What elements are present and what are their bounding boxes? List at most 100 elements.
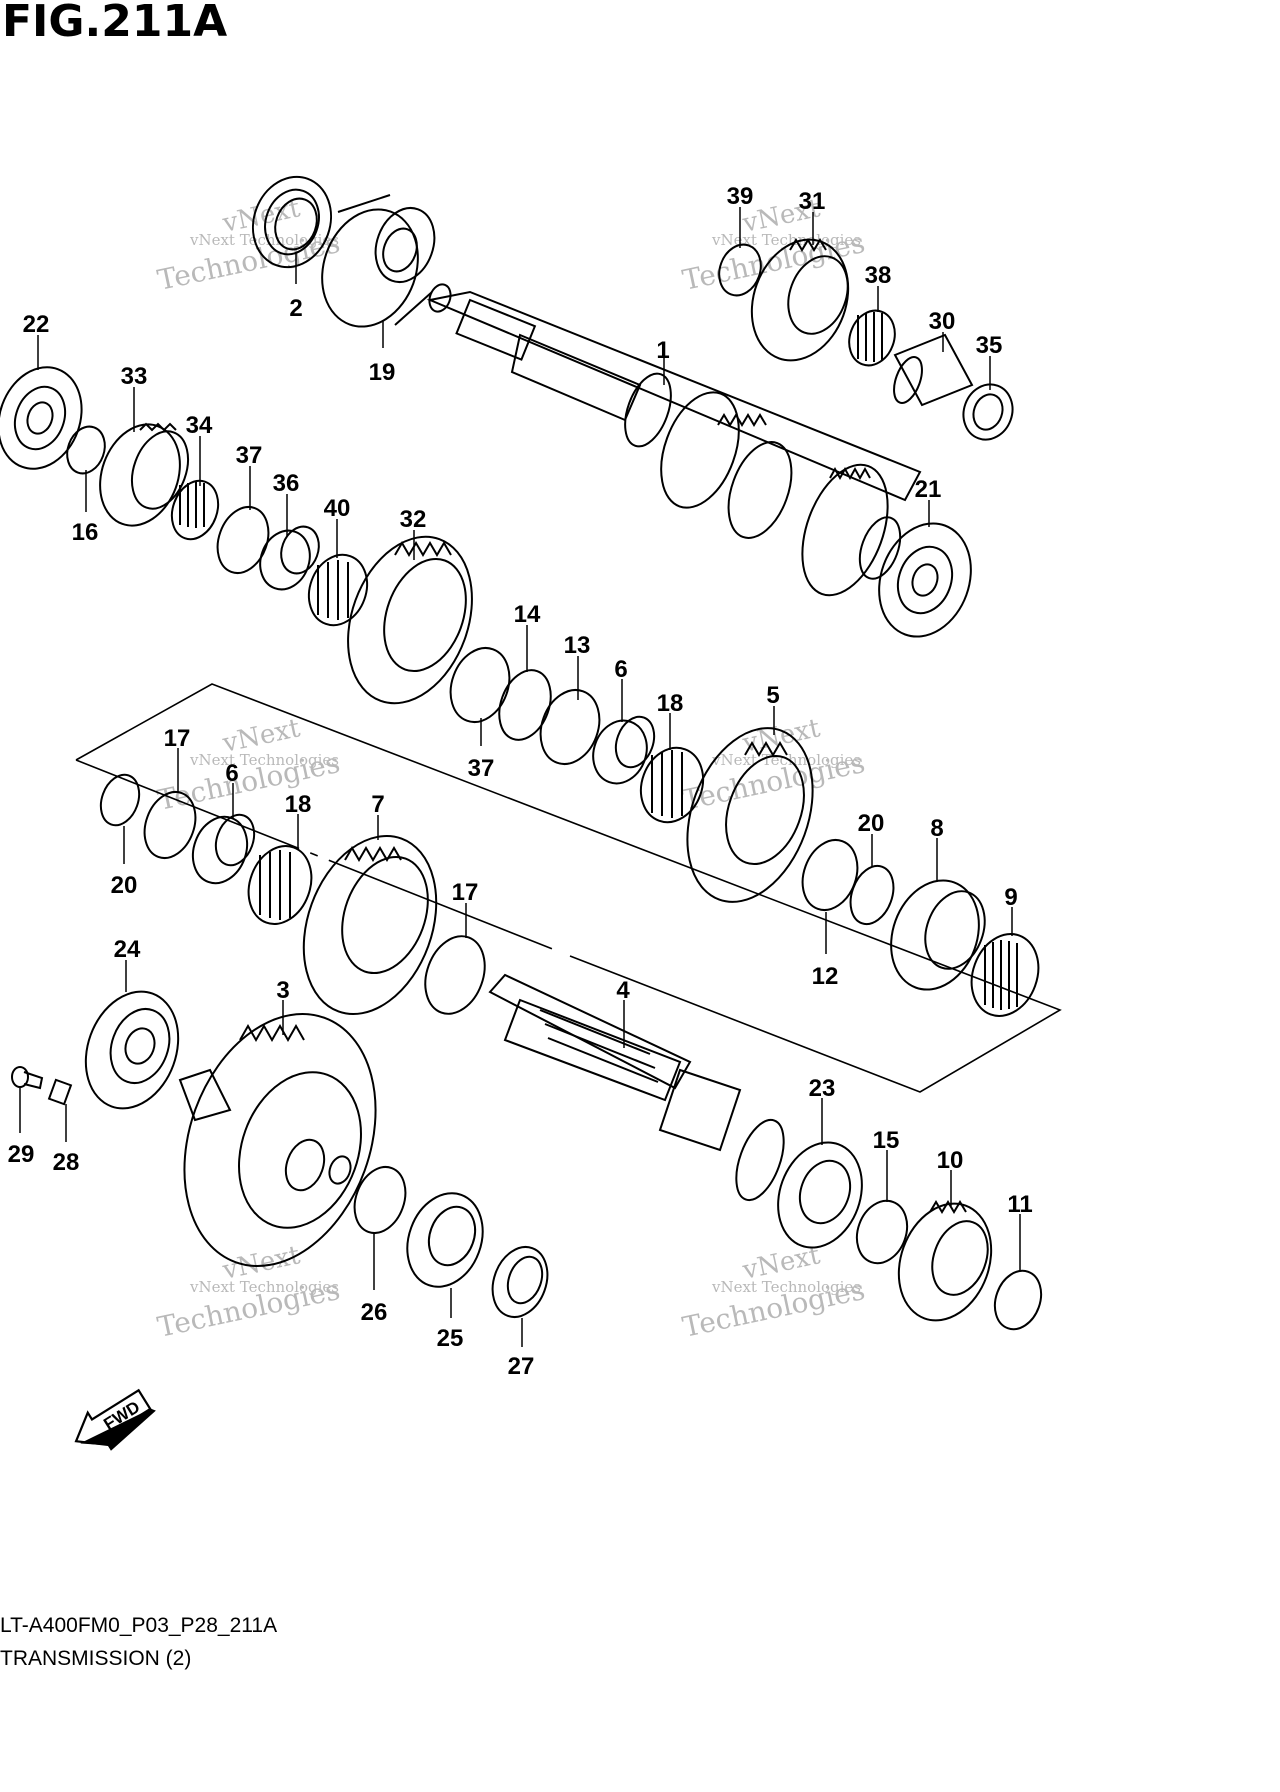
part-32-gear bbox=[347, 535, 473, 705]
part-9-splined-sleeve bbox=[970, 933, 1040, 1017]
callout-2: 2 bbox=[289, 295, 302, 322]
part-18-needle-bearing-b bbox=[247, 845, 313, 925]
callout-37: 37 bbox=[236, 442, 263, 469]
part-7-gear bbox=[302, 834, 438, 1016]
watermark-5: vNext Technologies vNext Technologies bbox=[155, 1240, 343, 1344]
part-20-circlip-b bbox=[99, 773, 141, 827]
part-35-ring bbox=[962, 383, 1014, 441]
callout-1: 1 bbox=[656, 337, 669, 364]
part-24-bearing bbox=[84, 990, 180, 1110]
watermark-6: vNext Technologies vNext Technologies bbox=[680, 1240, 868, 1344]
part-12-washer bbox=[801, 839, 859, 911]
part-31-gear bbox=[750, 238, 850, 362]
callout-15: 15 bbox=[873, 1127, 900, 1154]
callout-38: 38 bbox=[865, 262, 892, 289]
callout-36: 36 bbox=[273, 470, 300, 497]
part-36-bushing bbox=[259, 525, 320, 591]
watermark-group: vNext Technologies vNext Technologies vN… bbox=[155, 193, 868, 1344]
part-18-needle-bearing bbox=[639, 746, 705, 824]
part-38-needle-bearing bbox=[848, 309, 896, 367]
part-17-washer bbox=[143, 791, 197, 859]
part-28-washer bbox=[47, 1078, 73, 1106]
callout-24: 24 bbox=[114, 936, 141, 963]
part-25-bearing bbox=[406, 1192, 484, 1288]
callout-8: 8 bbox=[930, 815, 943, 842]
callout-16: 16 bbox=[72, 519, 99, 546]
part-17-washer-b bbox=[424, 935, 486, 1015]
watermark-2: vNext Technologies vNext Technologies bbox=[680, 193, 868, 297]
model-code: LT-A400FM0_P03_P28_211A bbox=[0, 1614, 278, 1637]
part-23-bearing bbox=[777, 1141, 863, 1249]
part-26-circlip bbox=[353, 1166, 407, 1234]
part-22-bearing bbox=[0, 366, 83, 470]
part-14-washer bbox=[498, 669, 552, 741]
callout-37b: 37 bbox=[468, 755, 495, 782]
part-1-shaft bbox=[426, 283, 922, 597]
callout-18: 18 bbox=[657, 690, 684, 717]
callout-40: 40 bbox=[324, 495, 351, 522]
callout-20b: 20 bbox=[858, 810, 885, 837]
callout-25: 25 bbox=[437, 1325, 464, 1352]
part-13-washer bbox=[539, 689, 601, 765]
part-6-bushing-b bbox=[191, 813, 256, 885]
part-37-washer-b bbox=[449, 647, 511, 723]
part-27-oil-seal bbox=[491, 1246, 549, 1318]
callout-19: 19 bbox=[369, 359, 396, 386]
part-6-bushing bbox=[592, 715, 656, 785]
forward-arrow-icon: FWD bbox=[74, 1388, 156, 1451]
part-40-needle-bearing bbox=[307, 553, 369, 627]
part-29-bolt bbox=[11, 1066, 44, 1090]
callout-28: 28 bbox=[53, 1149, 80, 1176]
callout-labels: 1 2 3 4 5 6 6 7 8 9 10 11 12 13 14 15 16… bbox=[8, 183, 1033, 1380]
callout-29: 29 bbox=[8, 1141, 35, 1168]
part-16-washer bbox=[66, 425, 106, 475]
part-2-oil-seal bbox=[251, 175, 333, 269]
part-8-hub bbox=[890, 879, 986, 991]
part-4-drive-shaft bbox=[488, 973, 785, 1202]
watermark-text: vNext Technologies bbox=[189, 1278, 339, 1296]
callout-20: 20 bbox=[111, 872, 138, 899]
callout-33: 33 bbox=[121, 363, 148, 390]
part-33-gear bbox=[99, 422, 190, 527]
part-20-circlip bbox=[849, 864, 895, 926]
callout-27: 27 bbox=[508, 1353, 535, 1380]
callout-18b: 18 bbox=[285, 791, 312, 818]
subassembly-boundary-dash bbox=[75, 759, 556, 951]
watermark-text: vNext Technologies bbox=[711, 751, 861, 769]
callout-30: 30 bbox=[929, 308, 956, 335]
part-5-gear bbox=[686, 727, 814, 903]
section-title: TRANSMISSION (2) bbox=[0, 1647, 192, 1670]
watermark-text: vNext Technologies bbox=[189, 751, 339, 769]
callout-22: 22 bbox=[23, 311, 50, 338]
part-11-circlip bbox=[993, 1269, 1043, 1331]
callout-13: 13 bbox=[564, 632, 591, 659]
callout-26: 26 bbox=[361, 1299, 388, 1326]
callout-17: 17 bbox=[164, 725, 191, 752]
watermark-text: vNext Technologies bbox=[189, 231, 339, 249]
callout-4: 4 bbox=[616, 977, 630, 1004]
part-34-needle-bearing bbox=[170, 479, 220, 541]
callout-14: 14 bbox=[514, 601, 541, 628]
callout-10: 10 bbox=[937, 1147, 964, 1174]
callout-11: 11 bbox=[1007, 1191, 1032, 1218]
part-37-washer bbox=[216, 506, 270, 574]
figure-title: FIG.211A bbox=[2, 0, 228, 47]
callout-32: 32 bbox=[400, 506, 427, 533]
callout-12: 12 bbox=[812, 963, 839, 990]
part-3-gear bbox=[178, 1013, 377, 1267]
callout-31: 31 bbox=[799, 188, 826, 215]
callout-23: 23 bbox=[809, 1075, 836, 1102]
callout-21: 21 bbox=[915, 476, 942, 503]
callout-17b: 17 bbox=[452, 879, 479, 906]
part-30-bushing bbox=[893, 333, 974, 407]
callout-3: 3 bbox=[276, 977, 289, 1004]
part-19-bearing bbox=[321, 194, 436, 328]
subassembly-boundary bbox=[75, 683, 1062, 1093]
callout-7: 7 bbox=[371, 791, 384, 818]
part-10-gear bbox=[897, 1200, 993, 1322]
callout-9: 9 bbox=[1004, 884, 1017, 911]
leader-lines bbox=[19, 207, 1021, 1347]
part-15-ring bbox=[855, 1199, 909, 1265]
watermark-text: vNext Technologies bbox=[711, 1278, 861, 1296]
